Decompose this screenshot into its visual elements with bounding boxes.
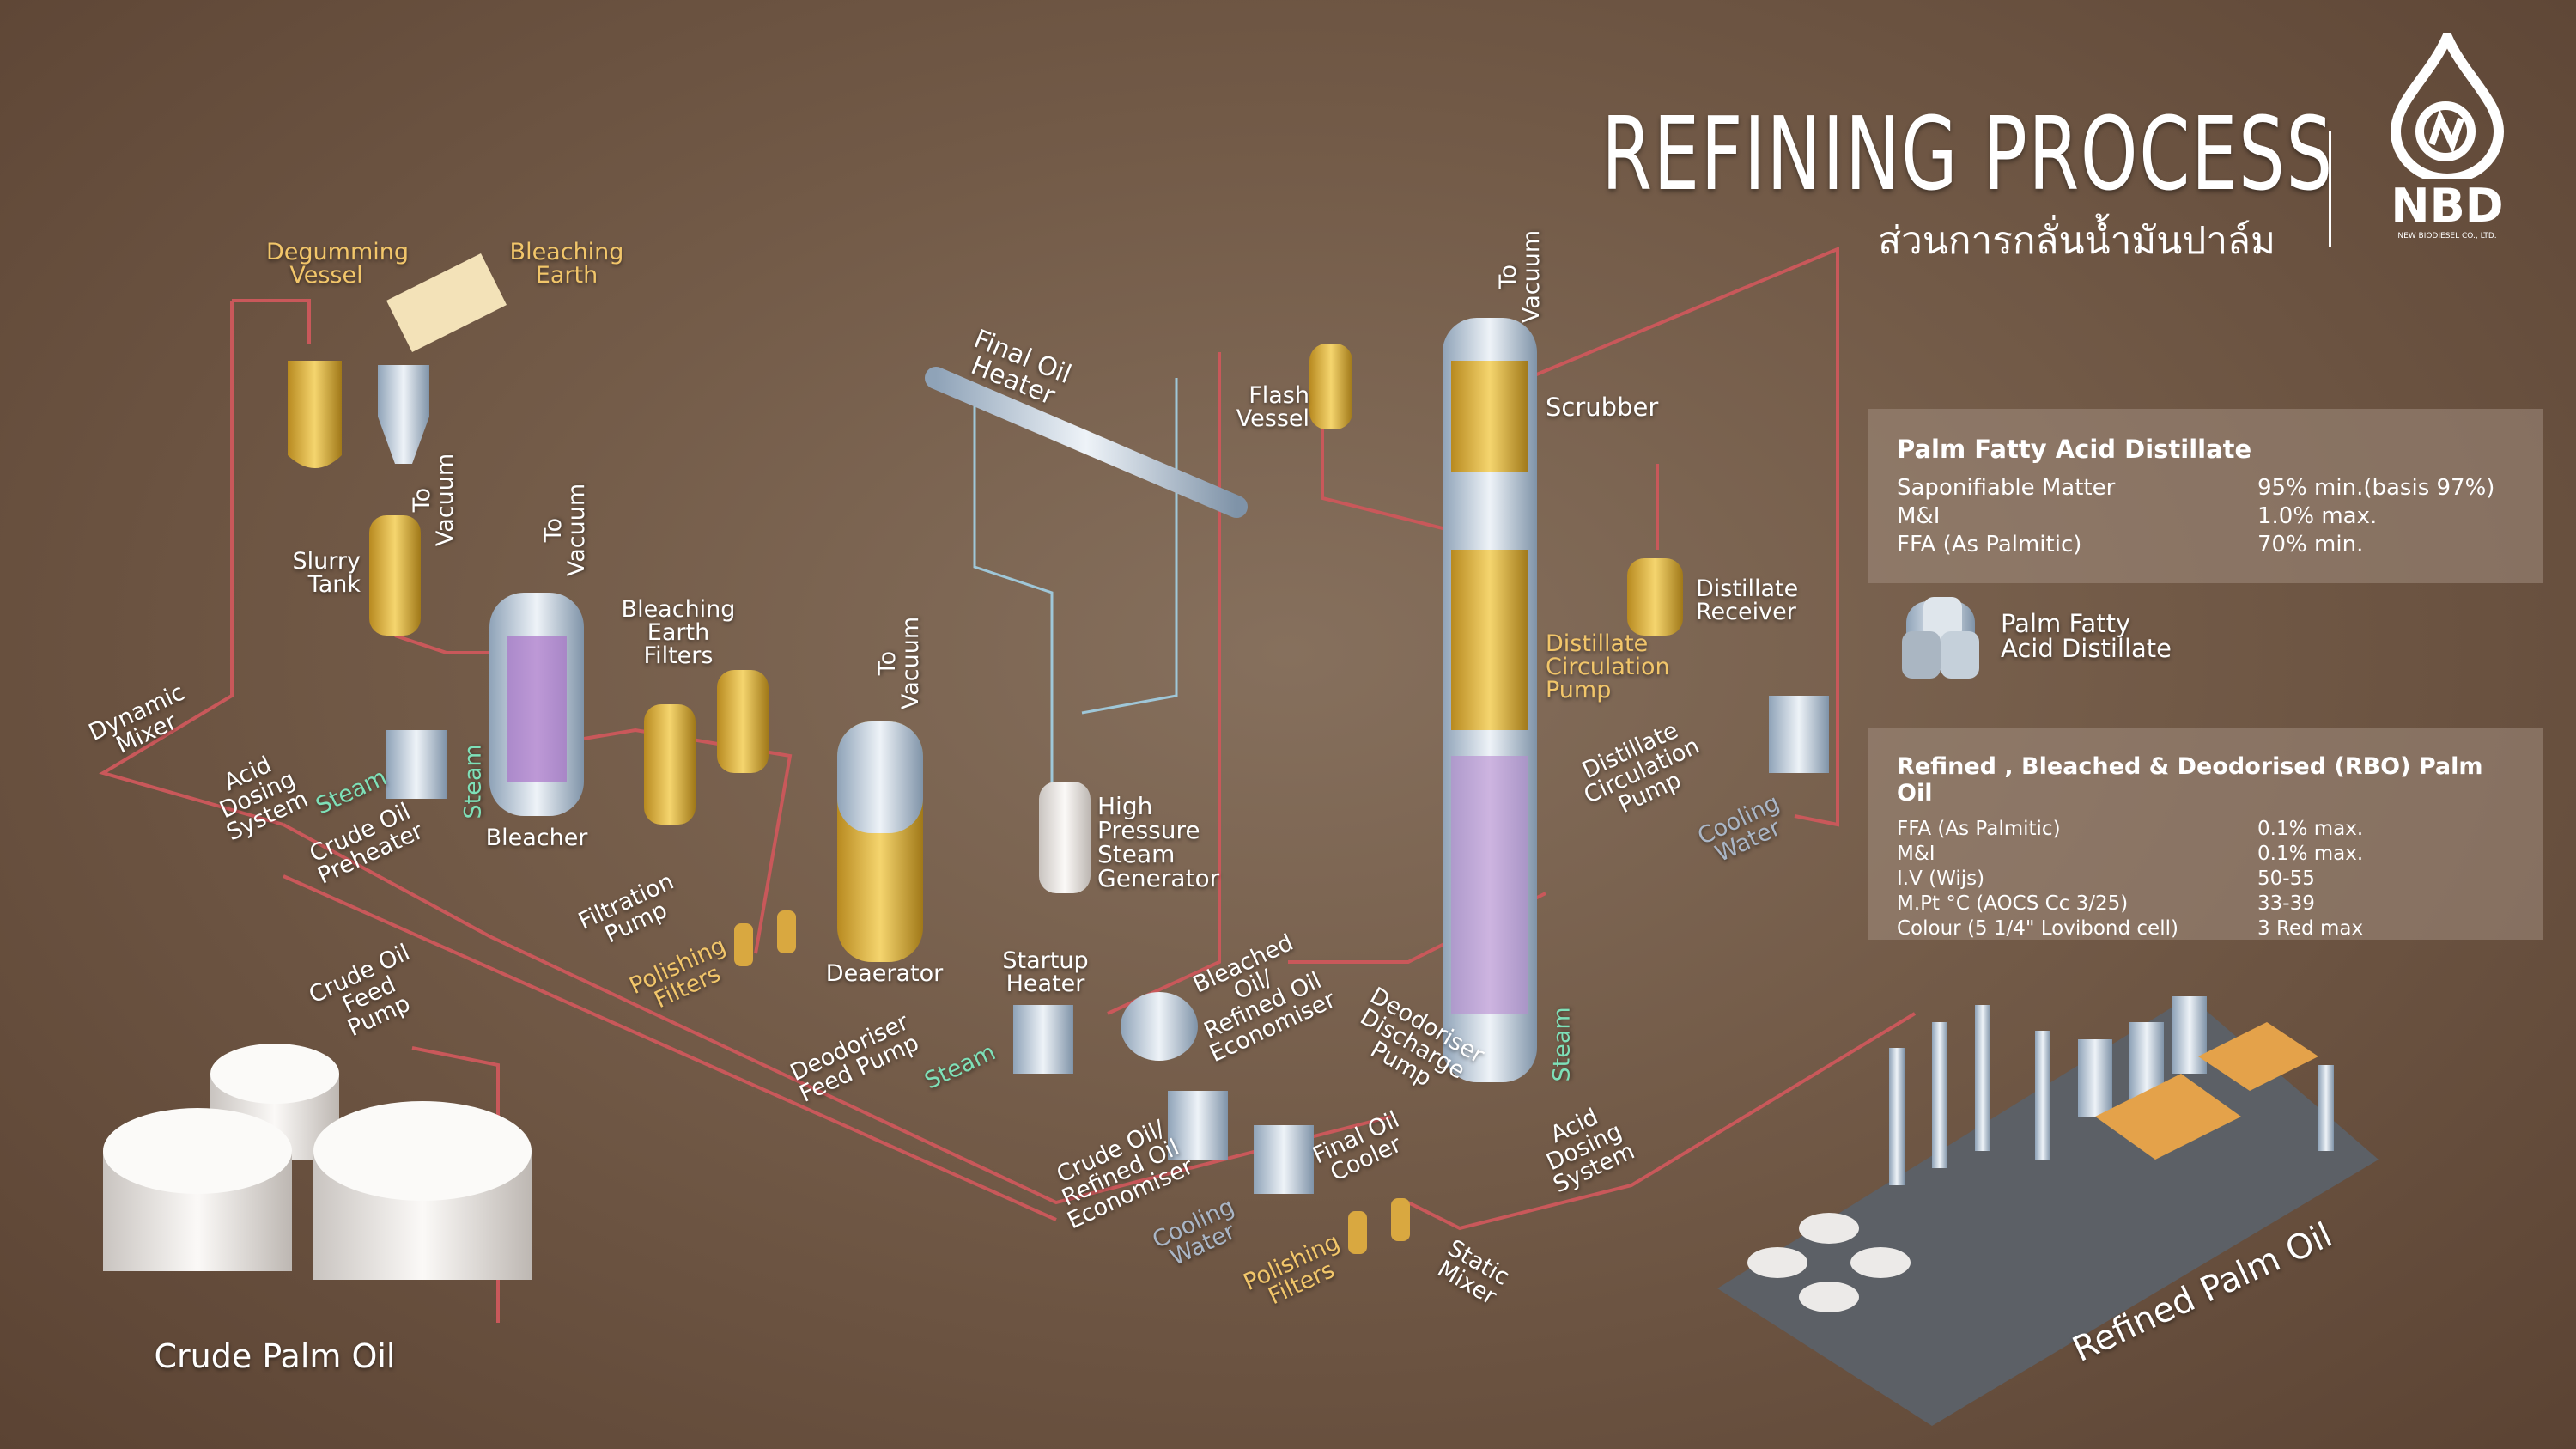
- nbd-logo: NBD NEW BIODIESEL CO., LTD.: [2379, 24, 2516, 247]
- spec-key: M&I: [1897, 503, 1941, 529]
- logo-text: NBD: [2391, 179, 2504, 233]
- pipes: [99, 247, 1917, 1323]
- spec-row: I.V (Wijs) 50-55: [1897, 867, 2513, 892]
- hp-steam-generator: [1039, 782, 1091, 893]
- label-crude-palm-oil: Crude Palm Oil: [154, 1337, 396, 1375]
- spec-key: Colour (5 1/4" Lovibond cell): [1897, 917, 2178, 940]
- spec-value: 0.1% max.: [2257, 818, 2364, 840]
- plant-structures: [1889, 996, 2334, 1185]
- label-to-vacuum: To Vacuum: [540, 483, 590, 577]
- plant-buildings: [2095, 1022, 2318, 1160]
- spec-value: 95% min.(basis 97%): [2257, 475, 2495, 501]
- hopper: [378, 365, 429, 464]
- label-bleaching-earth: Bleaching Earth: [509, 239, 624, 289]
- label-degumming-vessel: Degumming Vessel: [266, 239, 410, 289]
- spec-row: Saponifiable Matter 95% min.(basis 97%): [1897, 474, 2513, 502]
- rbd-spec-panel: Refined , Bleached & Deodorised (RBO) Pa…: [1868, 728, 2543, 940]
- label-scrubber: Scrubber: [1546, 393, 1659, 422]
- pfad-drums-icon: [1902, 597, 1979, 679]
- bleaching-earth-filter: [717, 670, 769, 773]
- label-to-vacuum: To Vacuum: [874, 616, 924, 710]
- label-hp-steam-generator: High Pressure Steam Generator: [1097, 792, 1220, 892]
- spec-row: M&I 0.1% max.: [1897, 842, 2513, 867]
- label-palm-fatty-acid-distillate: Palm Fatty Acid Distillate: [2001, 609, 2172, 663]
- label-flash-vessel: Flash Vessel: [1236, 382, 1309, 432]
- page-subtitle-thai: ส่วนการกลั่นน้ำมันปาล์ม: [1878, 219, 2275, 263]
- label-startup-heater: Startup Heater: [1002, 947, 1089, 997]
- label-bleacher: Bleacher: [485, 825, 588, 851]
- oil-drop-logo-icon: [2390, 24, 2505, 184]
- spec-row: M&I 1.0% max.: [1897, 502, 2513, 531]
- spec-key: Saponifiable Matter: [1897, 475, 2116, 501]
- pfad-spec-title: Palm Fatty Acid Distillate: [1897, 435, 2252, 464]
- label-steam: Steam: [1548, 1007, 1576, 1082]
- label-distillate-circulation-pump: Distillate Circulation Pump: [1546, 630, 1670, 703]
- polishing-filters: [734, 910, 1410, 1254]
- spec-key: I.V (Wijs): [1897, 868, 1985, 890]
- spec-row: FFA (As Palmitic) 0.1% max.: [1897, 817, 2513, 842]
- spec-row: Colour (5 1/4" Lovibond cell) 3 Red max: [1897, 916, 2513, 941]
- spec-key: FFA (As Palmitic): [1897, 818, 2061, 840]
- distillate-receiver: [1627, 558, 1683, 636]
- degumming-vessel: [288, 361, 342, 468]
- page-title: REFINING PROCESS: [1601, 94, 2334, 213]
- spec-row: M.Pt °C (AOCS Cc 3/25) 33-39: [1897, 892, 2513, 916]
- label-distillate-receiver: Distillate Receiver: [1696, 575, 1799, 625]
- title-divider: [2329, 131, 2331, 247]
- spec-value: 0.1% max.: [2257, 843, 2364, 865]
- bleaching-earth-filter: [644, 704, 696, 825]
- crude-palm-oil-tanks: [103, 1044, 532, 1280]
- spec-value: 33-39: [2257, 892, 2315, 915]
- label-to-vacuum: To Vacuum: [1495, 229, 1545, 324]
- flash-vessel: [1309, 344, 1352, 429]
- label-steam: Steam: [459, 744, 487, 819]
- label-slurry-tank: Slurry Tank: [292, 548, 361, 598]
- slurry-tank: [369, 515, 421, 636]
- logo-company: NEW BIODIESEL CO., LTD.: [2397, 232, 2497, 240]
- label-deaerator: Deaerator: [825, 960, 944, 987]
- heat-exchangers: [386, 601, 1975, 1194]
- spec-key: M.Pt °C (AOCS Cc 3/25): [1897, 892, 2129, 915]
- plant-storage: [1747, 1213, 1911, 1312]
- spec-value: 70% min.: [2257, 532, 2364, 557]
- bleaching-earth-bag: [386, 253, 507, 352]
- label-bleaching-earth-filters: Bleaching Earth Filters: [621, 596, 736, 669]
- spec-key: M&I: [1897, 843, 1935, 865]
- spec-row: FFA (As Palmitic) 70% min.: [1897, 531, 2513, 559]
- pipe-degumming: [99, 301, 284, 826]
- final-oil-heater: [925, 367, 1248, 518]
- pfad-spec-panel: Palm Fatty Acid Distillate Saponifiable …: [1868, 409, 2543, 583]
- spec-value: 3 Red max: [2257, 917, 2364, 940]
- spec-value: 50-55: [2257, 868, 2315, 890]
- spec-value: 1.0% max.: [2257, 503, 2378, 529]
- rbd-spec-title: Refined , Bleached & Deodorised (RBO) Pa…: [1897, 753, 2483, 807]
- spec-key: FFA (As Palmitic): [1897, 532, 2082, 557]
- label-to-vacuum: To Vacuum: [409, 453, 459, 547]
